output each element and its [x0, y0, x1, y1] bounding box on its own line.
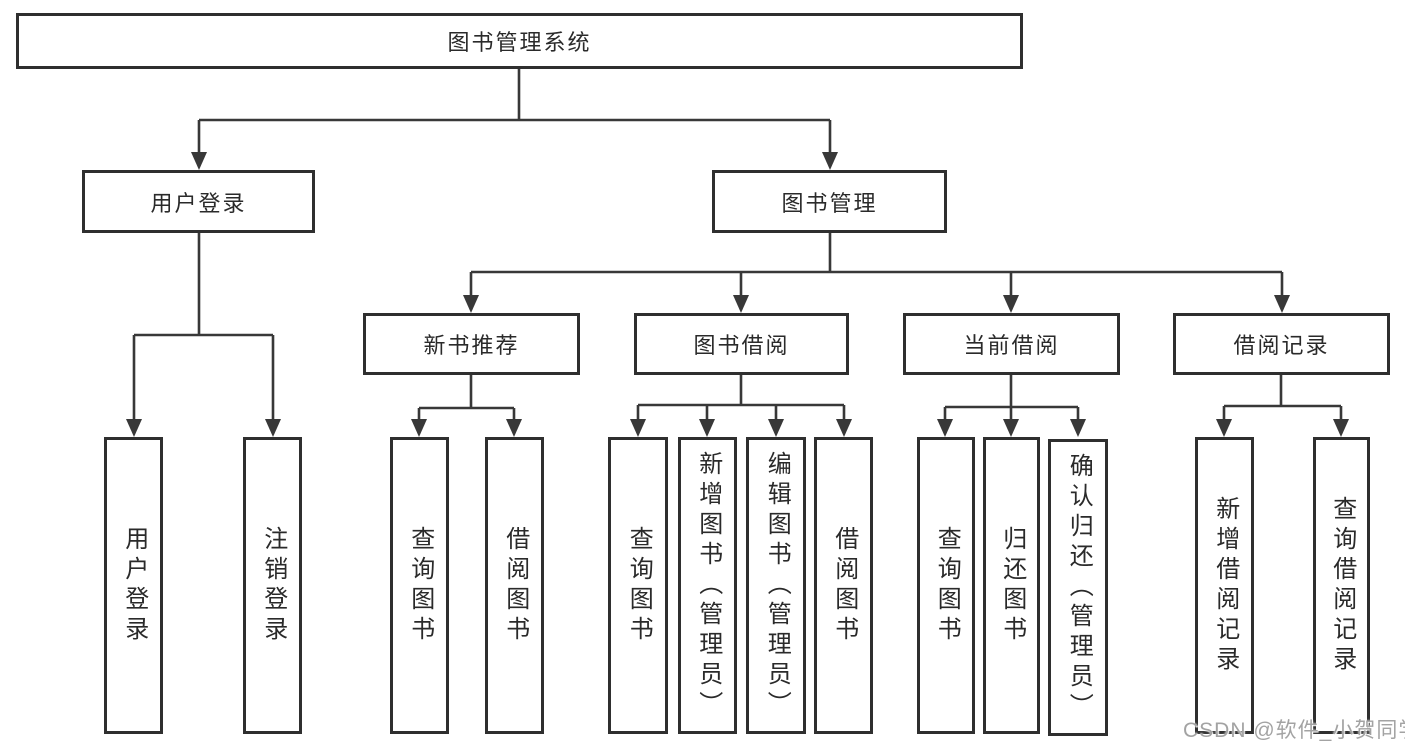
- leaf-current-query-books-label: 查询图书: [933, 525, 961, 646]
- node-borrow-records: 借阅记录: [1173, 313, 1390, 375]
- leaf-recommend-query-books: 查询图书: [390, 437, 449, 734]
- leaf-borrowing-query-books: 查询图书: [608, 437, 668, 734]
- leaf-recommend-borrow-books-label: 借阅图书: [501, 525, 529, 646]
- leaf-add-borrow-record: 新增借阅记录: [1195, 437, 1254, 734]
- node-new-book-recommend-label: 新书推荐: [423, 333, 520, 358]
- leaf-confirm-return-admin-label: 确认归还（管理员）: [1065, 452, 1093, 723]
- leaf-borrowing-query-books-label: 查询图书: [625, 525, 653, 646]
- csdn-watermark: CSDN @软件_小贺同学: [1183, 719, 1405, 742]
- leaf-query-borrow-record: 查询借阅记录: [1313, 437, 1370, 734]
- node-user-login-label: 用户登录: [150, 190, 247, 216]
- connector-current-borrowing-to-children: [937, 375, 1086, 437]
- node-root: 图书管理系统: [16, 13, 1023, 69]
- leaf-confirm-return-admin: 确认归还（管理员）: [1048, 439, 1108, 736]
- leaf-user-login-label: 用户登录: [120, 525, 148, 646]
- node-borrow-records-label: 借阅记录: [1233, 333, 1330, 358]
- node-user-login: 用户登录: [82, 170, 315, 233]
- leaf-user-login: 用户登录: [104, 437, 163, 734]
- leaf-current-query-books: 查询图书: [917, 437, 975, 734]
- leaf-logout-label: 注销登录: [259, 525, 287, 646]
- connector-user-login-to-children: [126, 233, 281, 437]
- connector-root-to-branches: [191, 69, 838, 170]
- node-root-label: 图书管理系统: [447, 30, 592, 55]
- leaf-query-borrow-record-label: 查询借阅记录: [1328, 495, 1356, 676]
- leaf-add-borrow-record-label: 新增借阅记录: [1211, 495, 1239, 676]
- node-book-borrowing: 图书借阅: [634, 313, 849, 375]
- node-book-borrowing-label: 图书借阅: [693, 333, 790, 358]
- leaf-edit-book-admin: 编辑图书（管理员）: [746, 437, 806, 734]
- leaf-return-books: 归还图书: [983, 437, 1040, 734]
- node-new-book-recommend: 新书推荐: [363, 313, 580, 375]
- node-book-management: 图书管理: [712, 170, 947, 233]
- connector-new-book-recommend-to-children: [411, 375, 522, 437]
- node-current-borrowing-label: 当前借阅: [963, 333, 1060, 358]
- leaf-logout: 注销登录: [243, 437, 302, 734]
- connector-book-management-to-sections: [463, 233, 1290, 313]
- leaf-recommend-query-books-label: 查询图书: [406, 525, 434, 646]
- leaf-borrowing-borrow-books-label: 借阅图书: [830, 525, 858, 646]
- leaf-recommend-borrow-books: 借阅图书: [485, 437, 544, 734]
- connector-borrow-records-to-children: [1216, 375, 1349, 437]
- leaf-add-book-admin-label: 新增图书（管理员）: [694, 450, 722, 721]
- leaf-borrowing-borrow-books: 借阅图书: [814, 437, 873, 734]
- leaf-edit-book-admin-label: 编辑图书（管理员）: [763, 450, 791, 721]
- leaf-return-books-label: 归还图书: [998, 525, 1026, 646]
- node-current-borrowing: 当前借阅: [903, 313, 1120, 375]
- node-book-management-label: 图书管理: [781, 190, 878, 216]
- connector-book-borrowing-to-children: [630, 375, 852, 437]
- leaf-add-book-admin: 新增图书（管理员）: [678, 437, 737, 734]
